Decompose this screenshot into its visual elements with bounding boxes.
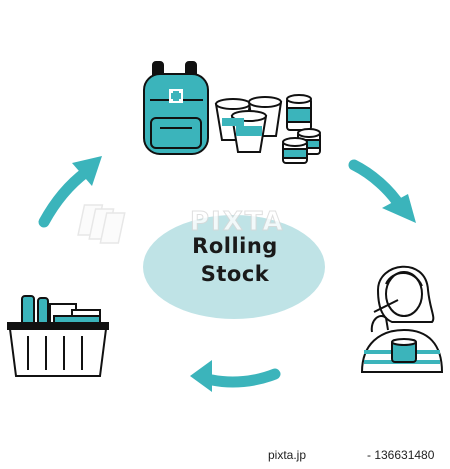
center-label: Rolling Stock	[150, 232, 320, 288]
instant-cup-icon	[214, 96, 283, 153]
arrow-basket-to-supplies	[38, 156, 102, 228]
arrow-supplies-to-person	[348, 159, 416, 223]
center-label-line1: Rolling	[192, 234, 278, 258]
canned-food-icon	[282, 94, 321, 164]
footer-site: pixta.jp	[268, 448, 307, 462]
woman-eating-icon	[360, 265, 444, 373]
center-label-line2: Stock	[200, 262, 270, 286]
backpack-icon	[143, 61, 209, 155]
shopping-basket-icon	[7, 295, 109, 377]
footer-id: - 136631480	[367, 448, 435, 462]
watermark-text: PIXTA	[190, 207, 285, 238]
watermark-mark	[77, 204, 126, 244]
arrow-person-to-basket	[190, 360, 281, 392]
footer-bar: pixta.jp - 136631480	[0, 441, 450, 469]
center-blob	[143, 215, 325, 319]
